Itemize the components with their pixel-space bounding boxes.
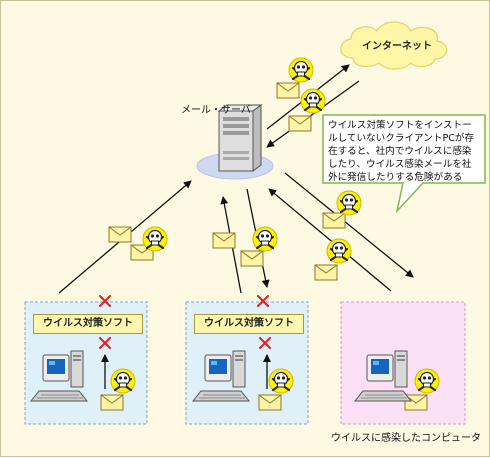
skull-icon [413, 367, 441, 395]
skull-icon [325, 237, 353, 265]
arrow-icon [268, 188, 392, 292]
envelope-icon [314, 264, 338, 281]
envelope-icon [258, 394, 282, 411]
callout-bubble [322, 114, 486, 214]
server-label: メール・サーバ [181, 105, 251, 116]
callout-text: ウイルス対策ソフトをインストールしていないクライアントPCが存在すると、社内でウ… [328, 120, 475, 183]
skull-icon [287, 56, 315, 84]
skull-icon [251, 225, 279, 253]
internet-cloud-icon [340, 21, 448, 70]
infected-client-label: ウイルスに感染したコンピュータ [331, 433, 481, 444]
server-icon [196, 104, 274, 180]
skull-icon [335, 189, 363, 217]
client-left-software-box: ウイルス対策ソフト [33, 314, 143, 334]
envelope-icon [212, 232, 236, 249]
envelope-icon [288, 115, 312, 132]
envelope-icon [240, 250, 264, 267]
skull-icon [141, 225, 169, 253]
arrow-icon [266, 80, 360, 148]
envelope-icon [108, 226, 132, 243]
skull-icon [109, 367, 137, 395]
skull-icon [299, 87, 327, 115]
envelope-icon [322, 212, 346, 229]
skull-icon [267, 367, 295, 395]
envelope-icon [276, 82, 300, 99]
envelope-icon [100, 394, 124, 411]
client-middle-software-box: ウイルス対策ソフト [194, 314, 304, 334]
internet-label: インターネット [362, 41, 432, 52]
arrow-icon [284, 172, 414, 278]
